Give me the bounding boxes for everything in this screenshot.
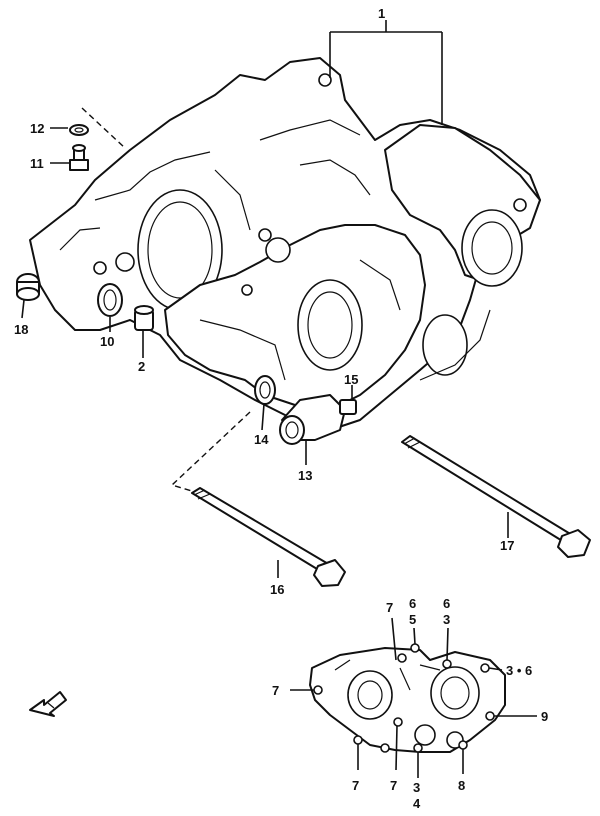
- inset-bolt-locations: 7 7 7 7 6 5 6 3 3 • 6 9 3 4 8: [272, 596, 548, 811]
- inset-callout-9: 9: [541, 709, 548, 724]
- callout-14: 14: [254, 432, 269, 447]
- part-12-washer: [69, 124, 89, 136]
- callout-2: 2: [138, 359, 145, 374]
- part-17-stud-bolt: [401, 435, 591, 558]
- part-18-drain-plug: [16, 273, 40, 301]
- callout-11: 11: [30, 156, 44, 171]
- part-14-o-ring: [254, 375, 276, 405]
- part-13-water-fitting: [279, 394, 346, 445]
- inset-callout-3-top: 3: [443, 612, 450, 627]
- inset-callout-7-bottom-mid: 7: [390, 778, 397, 793]
- leader-lines: [21, 20, 509, 578]
- inset-callout-4: 4: [413, 796, 421, 811]
- inset-callout-6-right: 6: [443, 596, 450, 611]
- inset-callout-6-top: 6: [409, 596, 416, 611]
- callout-13: 13: [298, 468, 312, 483]
- part-11-bolt: [69, 144, 89, 171]
- inset-callout-7-left: 7: [272, 683, 279, 698]
- callout-12: 12: [30, 121, 44, 136]
- part-16-stud-bolt: [191, 487, 346, 587]
- callout-15: 15: [344, 372, 358, 387]
- callout-10: 10: [100, 334, 114, 349]
- inset-callout-3-bottom: 3: [413, 780, 420, 795]
- front-direction-arrow-icon: [29, 691, 67, 717]
- callout-1: 1: [378, 6, 385, 21]
- part-2-dowel-pin: [134, 305, 154, 331]
- inset-callout-7-top: 7: [386, 600, 393, 615]
- part-15-bolt: [339, 399, 357, 415]
- part-10-o-ring: [97, 283, 123, 317]
- callout-18: 18: [14, 322, 28, 337]
- callout-17: 17: [500, 538, 514, 553]
- inset-callout-8: 8: [458, 778, 465, 793]
- inset-callout-3-6: 3 • 6: [506, 663, 532, 678]
- callout-labels: 1 12 11 18 10 2 14 13 15 16 17: [14, 6, 514, 597]
- callout-16: 16: [270, 582, 284, 597]
- crankcase-assembly: [29, 57, 541, 431]
- inset-callout-7-bottom-left: 7: [352, 778, 359, 793]
- inset-callout-5: 5: [409, 612, 416, 627]
